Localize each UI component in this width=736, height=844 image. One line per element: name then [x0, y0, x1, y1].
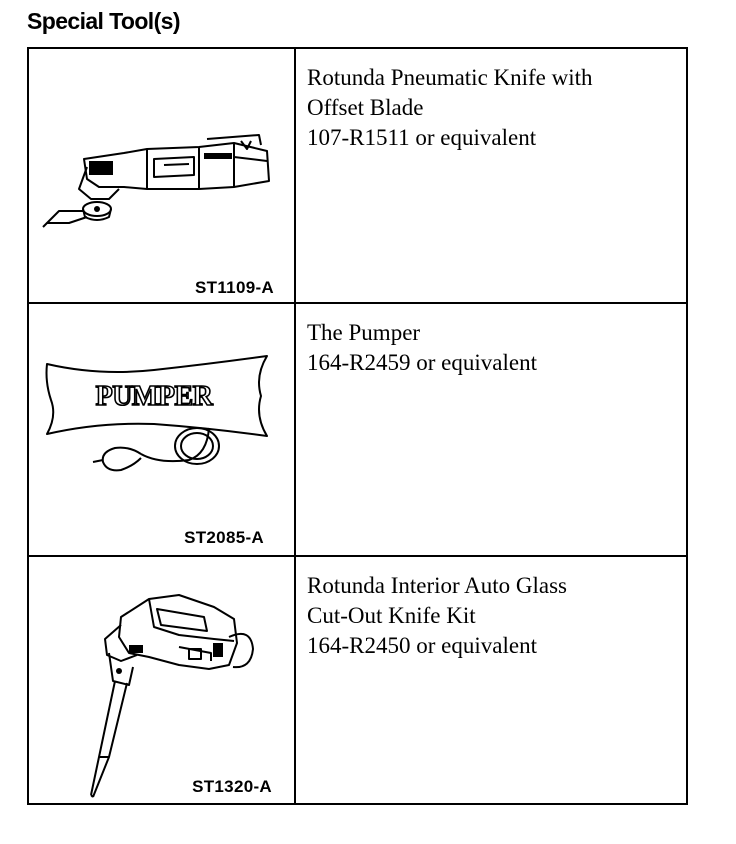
pneumatic-knife-icon — [42, 134, 270, 228]
tool-image-cell: PUMPER ST2085-A — [29, 304, 296, 555]
section-heading: Special Tool(s) — [27, 8, 180, 34]
tool-description: Rotunda Interior Auto Glass Cut-Out Knif… — [307, 571, 677, 661]
tool-code: ST1109-A — [195, 278, 274, 297]
tool-image-cell: ST1109-A — [29, 49, 296, 302]
tool-name-line: Cut-Out Knife Kit — [307, 603, 476, 628]
tool-name-line: Rotunda Pneumatic Knife with — [307, 65, 593, 90]
tool-part-number: 164-R2450 or equivalent — [307, 633, 537, 658]
special-tools-table: ST1109-A Rotunda Pneumatic Knife with Of… — [27, 47, 688, 805]
tool-part-number: 164-R2459 or equivalent — [307, 350, 537, 375]
pumper-bag-icon: PUMPER — [45, 355, 268, 472]
tool-part-number: 107-R1511 or equivalent — [307, 125, 537, 150]
tool-name-line: The Pumper — [307, 320, 421, 345]
tool-code: ST1320-A — [192, 777, 272, 796]
tool-image-cell: ST1320-A — [29, 557, 296, 803]
glass-cutout-knife-icon — [90, 594, 254, 798]
tool-row: ST1320-A Rotunda Interior Auto Glass Cut… — [29, 557, 686, 803]
tool-description: The Pumper 164-R2459 or equivalent — [307, 318, 677, 378]
tool-description: Rotunda Pneumatic Knife with Offset Blad… — [307, 63, 677, 153]
pumper-label: PUMPER — [96, 381, 214, 412]
tool-name-line: Rotunda Interior Auto Glass — [307, 573, 567, 598]
tool-row: PUMPER ST2085-A The Pumper 164-R2459 or … — [29, 304, 686, 557]
tool-name-line: Offset Blade — [307, 95, 424, 120]
tool-row: ST1109-A Rotunda Pneumatic Knife with Of… — [29, 49, 686, 304]
tool-code: ST2085-A — [184, 528, 264, 547]
